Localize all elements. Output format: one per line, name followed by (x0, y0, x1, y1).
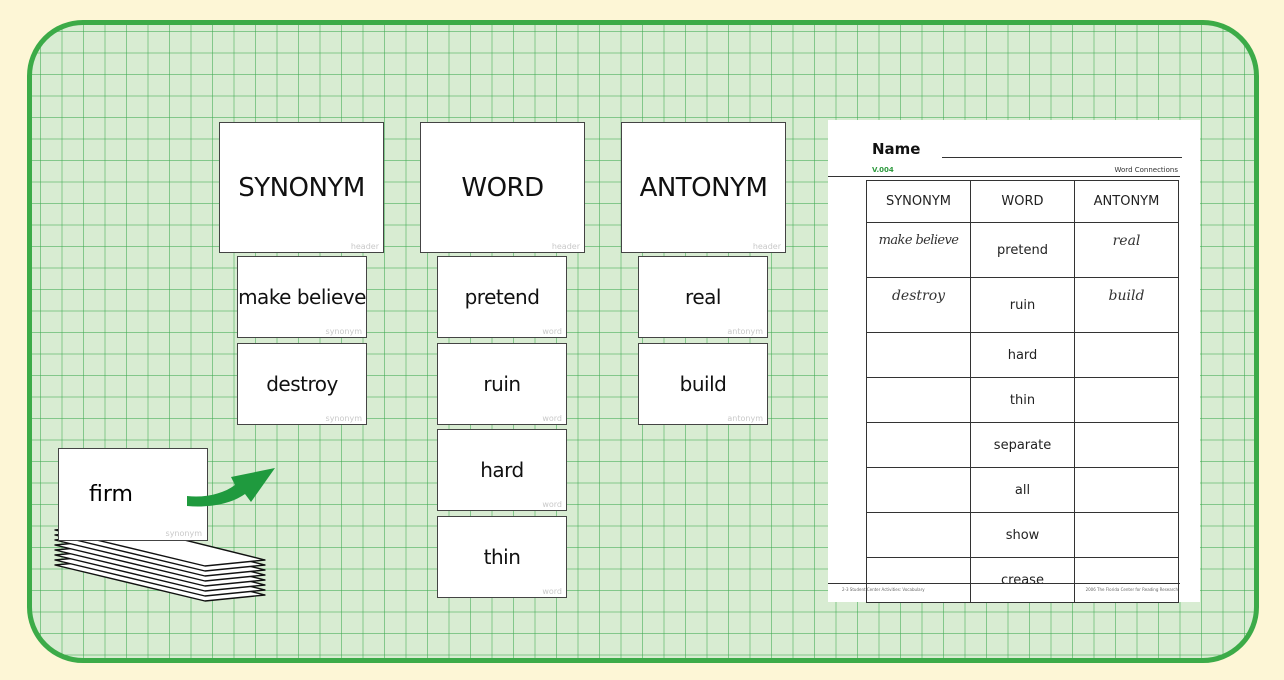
antonym-card-word: real (685, 285, 721, 309)
table-cell-antonym[interactable] (1074, 422, 1179, 468)
worksheet-name-line[interactable] (942, 157, 1182, 158)
card-tag: word (542, 587, 562, 596)
table-cell-antonym[interactable] (1074, 332, 1179, 378)
card-tag: synonym (165, 529, 202, 538)
word-card-word: pretend (464, 285, 540, 309)
table-cell-antonym[interactable]: real (1074, 222, 1179, 278)
table-cell-antonym[interactable] (1074, 512, 1179, 558)
table-header-row: SYNONYM WORD ANTONYM (866, 180, 1179, 223)
card-tag: header (350, 242, 379, 251)
card-tag: synonym (325, 414, 362, 423)
table-cell-synonym[interactable]: destroy (866, 277, 971, 333)
table-cell-word: hard (970, 332, 1075, 378)
column-header: SYNONYM (866, 180, 971, 223)
antonym-card[interactable]: build antonym (638, 343, 768, 425)
word-card[interactable]: hard word (437, 429, 567, 511)
table-cell-word: separate (970, 422, 1075, 468)
column-header: WORD (970, 180, 1075, 223)
table-row: thin (866, 377, 1179, 423)
header-card-word-label: WORD (461, 172, 544, 203)
word-card[interactable]: thin word (437, 516, 567, 598)
table-cell-antonym[interactable] (1074, 377, 1179, 423)
table-row: hard (866, 332, 1179, 378)
worksheet-code: V.004 (872, 166, 894, 174)
table-cell-word: all (970, 467, 1075, 513)
stack-top-card-word: firm (89, 482, 133, 507)
card-tag: word (542, 327, 562, 336)
table-cell-word: thin (970, 377, 1075, 423)
worksheet-top-rule (828, 176, 1180, 177)
worksheet: Name V.004 Word Connections SYNONYM WORD… (828, 120, 1200, 603)
word-card-word: thin (483, 545, 521, 569)
synonym-card-word: make believe (238, 285, 366, 309)
worksheet-subtitle: Word Connections (1114, 166, 1178, 174)
synonym-card[interactable]: destroy synonym (237, 343, 367, 425)
card-tag: header (752, 242, 781, 251)
card-tag: header (551, 242, 580, 251)
table-cell-synonym[interactable] (866, 512, 971, 558)
antonym-card[interactable]: real antonym (638, 256, 768, 338)
table-cell-word: crease (970, 557, 1075, 603)
table-cell-word: pretend (970, 222, 1075, 278)
antonym-card-word: build (679, 372, 727, 396)
column-header: ANTONYM (1074, 180, 1179, 223)
worksheet-name-label: Name (872, 140, 921, 158)
table-cell-antonym[interactable] (1074, 557, 1179, 603)
worksheet-table: SYNONYM WORD ANTONYM make believe preten… (866, 180, 1179, 603)
table-cell-word: ruin (970, 277, 1075, 333)
word-card[interactable]: ruin word (437, 343, 567, 425)
worksheet-bottom-rule (828, 583, 1180, 584)
table-row: make believe pretend real (866, 222, 1179, 278)
synonym-card[interactable]: make believe synonym (237, 256, 367, 338)
card-tag: antonym (727, 327, 763, 336)
table-cell-synonym[interactable]: make believe (866, 222, 971, 278)
arrow-icon (187, 468, 275, 507)
table-cell-synonym[interactable] (866, 377, 971, 423)
header-card-antonym-label: ANTONYM (639, 172, 768, 203)
worksheet-footer-left: 2-3 Student Center Activities: Vocabular… (842, 587, 925, 592)
card-tag: word (542, 414, 562, 423)
table-row: separate (866, 422, 1179, 468)
stack-top-card[interactable]: firm synonym (58, 448, 208, 541)
card-tag: synonym (325, 327, 362, 336)
table-cell-synonym[interactable] (866, 467, 971, 513)
table-cell-antonym[interactable]: build (1074, 277, 1179, 333)
word-card-word: ruin (483, 372, 521, 396)
table-cell-synonym[interactable] (866, 332, 971, 378)
header-card-word: SYNONYM (238, 172, 365, 203)
table-cell-synonym[interactable] (866, 422, 971, 468)
table-row: crease (866, 557, 1179, 603)
word-card-word: hard (480, 458, 524, 482)
header-card-word[interactable]: WORD header (420, 122, 585, 253)
card-tag: antonym (727, 414, 763, 423)
header-card-antonym[interactable]: ANTONYM header (621, 122, 786, 253)
table-cell-word: show (970, 512, 1075, 558)
table-row: show (866, 512, 1179, 558)
table-cell-antonym[interactable] (1074, 467, 1179, 513)
worksheet-footer-right: 2006 The Florida Center for Reading Rese… (1085, 587, 1178, 592)
synonym-card-word: destroy (266, 372, 338, 396)
card-tag: word (542, 500, 562, 509)
table-row: destroy ruin build (866, 277, 1179, 333)
arrow-shape (187, 468, 275, 507)
table-row: all (866, 467, 1179, 513)
table-cell-synonym[interactable] (866, 557, 971, 603)
word-card[interactable]: pretend word (437, 256, 567, 338)
header-card-synonym[interactable]: SYNONYM header (219, 122, 384, 253)
